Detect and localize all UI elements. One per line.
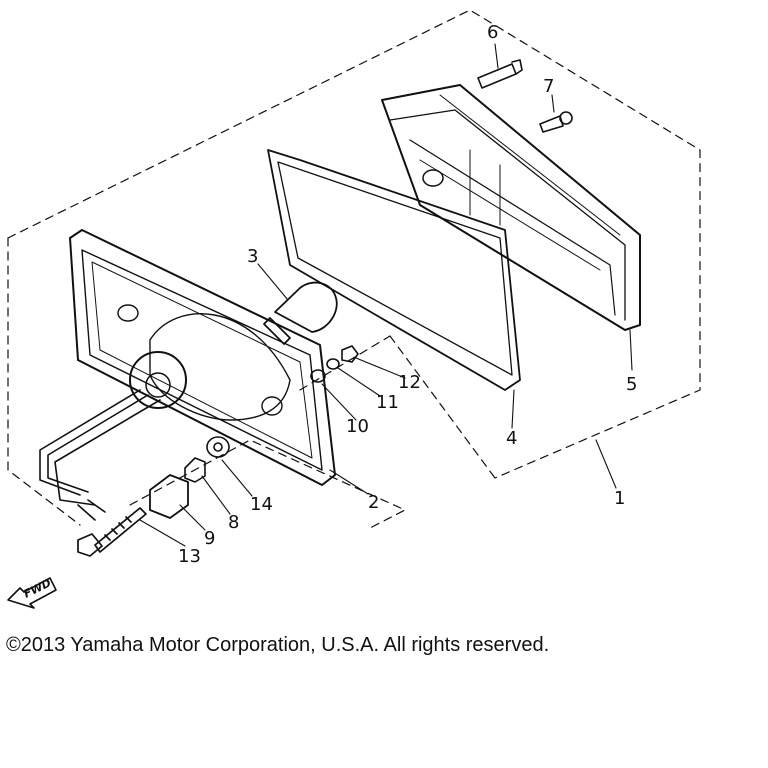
taillight-base bbox=[69, 229, 336, 486]
bulb bbox=[263, 281, 338, 345]
grommet-9 bbox=[149, 474, 189, 519]
washer-14 bbox=[206, 436, 230, 458]
assembly-outline bbox=[7, 9, 701, 529]
washer-10 bbox=[310, 369, 326, 383]
bolt-13 bbox=[77, 507, 147, 557]
callout-part-9: 9 bbox=[204, 528, 215, 549]
callout-part-1: 1 bbox=[614, 488, 625, 509]
callout-part-7: 7 bbox=[543, 76, 554, 97]
callout-part-12: 12 bbox=[398, 372, 421, 393]
callout-part-2: 2 bbox=[368, 492, 379, 513]
callout-part-6: 6 bbox=[487, 22, 498, 43]
callout-part-11: 11 bbox=[376, 392, 399, 413]
screw-6 bbox=[477, 59, 523, 89]
nut-12 bbox=[341, 345, 359, 363]
callout-part-10: 10 bbox=[346, 416, 369, 437]
lens-housing bbox=[381, 84, 641, 331]
callout-part-3: 3 bbox=[247, 246, 258, 267]
callout-part-8: 8 bbox=[228, 512, 239, 533]
callout-part-4: 4 bbox=[506, 428, 517, 449]
nut-8 bbox=[184, 457, 206, 483]
exploded-parts-diagram: 6 7 3 5 12 11 10 4 1 2 14 8 9 13 FWD bbox=[7, 9, 701, 609]
screw-7 bbox=[539, 111, 573, 133]
copyright-notice: ©2013 Yamaha Motor Corporation, U.S.A. A… bbox=[6, 634, 550, 656]
callout-part-5: 5 bbox=[626, 374, 637, 395]
wire-harness bbox=[39, 389, 161, 521]
callout-part-13: 13 bbox=[178, 546, 201, 567]
callout-part-14: 14 bbox=[250, 494, 273, 515]
lens-gasket bbox=[267, 149, 521, 391]
leader-lines bbox=[139, 43, 633, 547]
washer-11 bbox=[326, 358, 340, 370]
fwd-arrow: FWD bbox=[7, 576, 57, 609]
fwd-label: FWD bbox=[22, 576, 54, 600]
